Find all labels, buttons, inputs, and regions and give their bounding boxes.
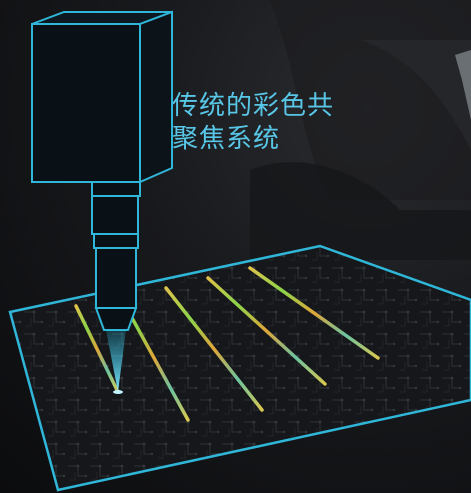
light-beam-icon xyxy=(106,330,126,392)
corner-highlight xyxy=(455,50,471,120)
probe-collar xyxy=(93,233,139,249)
confocal-probe xyxy=(31,10,173,331)
probe-shaft-upper xyxy=(91,195,139,235)
scan-line-icon xyxy=(164,286,264,412)
scan-line-icon xyxy=(206,276,327,386)
circuit-board xyxy=(8,244,471,492)
probe-neck xyxy=(91,181,141,197)
probe-lens xyxy=(94,307,138,331)
caption-line-1: 传统的彩色共 xyxy=(172,91,335,121)
caption-line-2: 聚焦系统 xyxy=(172,124,281,154)
circuit-board-icon xyxy=(8,244,471,492)
focus-spot xyxy=(113,390,123,394)
probe-shaft-lower xyxy=(95,247,137,309)
probe-head-side xyxy=(139,10,173,184)
scan-line-icon xyxy=(248,266,380,360)
confocal-probe-icon xyxy=(31,23,141,183)
caption: 传统的彩色共 聚焦系统 xyxy=(172,90,334,156)
scan-line-icon xyxy=(74,304,120,394)
